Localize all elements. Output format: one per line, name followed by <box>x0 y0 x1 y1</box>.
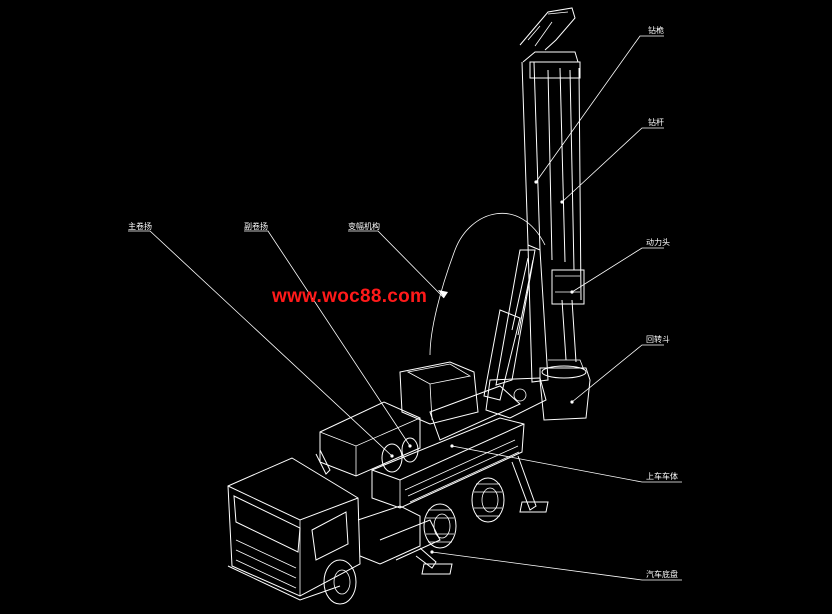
leader-lines <box>128 35 682 581</box>
truck-chassis <box>227 449 549 605</box>
mast <box>519 7 591 421</box>
label-luffing-mechanism: 变幅机构 <box>348 221 380 231</box>
label-truck-chassis: 汽车底盘 <box>646 569 678 579</box>
label-main-winch: 主卷扬 <box>128 221 152 231</box>
label-rotary-bucket: 回转斗 <box>646 334 670 344</box>
upper-body <box>319 385 525 509</box>
label-crown-block: 钻桅 <box>648 25 664 35</box>
label-power-head: 动力头 <box>646 237 670 247</box>
label-aux-winch: 副卷扬 <box>244 221 268 231</box>
operator-cab <box>399 361 479 425</box>
label-upper-body: 上车车体 <box>646 471 678 481</box>
label-drill-rod: 钻杆 <box>648 117 664 127</box>
watermark-url: www.woc88.com <box>272 286 428 307</box>
luffing-mechanism <box>429 212 547 419</box>
